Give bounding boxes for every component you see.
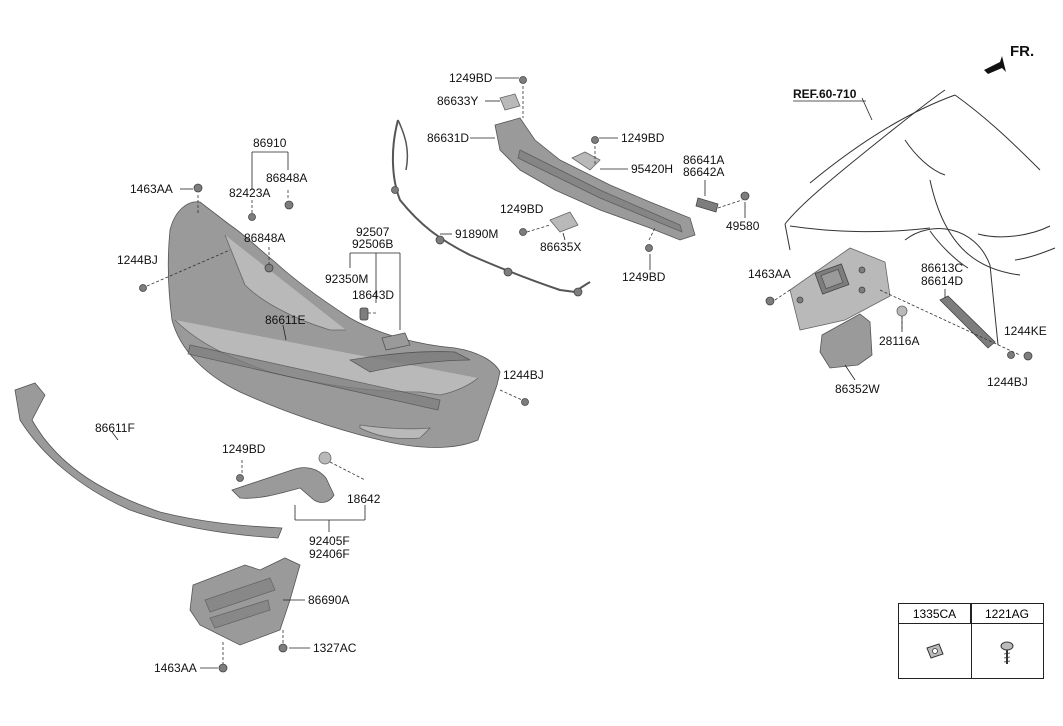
- callout-labels: 86910 82423A 86848A 86848A 1463AA 1244BJ…: [95, 71, 1047, 675]
- bolt-1244BJ-right: [1007, 351, 1015, 359]
- bracket-86635X: [549, 211, 579, 233]
- label-1249BD-lower: 1249BD: [222, 442, 266, 456]
- label-95420H: 95420H: [631, 162, 673, 176]
- label-92507: 92507: [356, 225, 390, 239]
- wiring-harness-91890M: [391, 119, 591, 294]
- side-shield-86352W: [819, 313, 873, 369]
- label-86613C: 86613C: [921, 261, 963, 275]
- label-86690A: 86690A: [308, 593, 349, 607]
- bracket-86633Y: [499, 93, 521, 111]
- label-92406F: 92406F: [309, 547, 350, 561]
- label-86848A-upper: 86848A: [266, 171, 307, 185]
- leader-lines: [111, 77, 946, 669]
- legend-header-1335CA: 1335CA: [899, 604, 971, 624]
- clip-nut-icon: [926, 643, 944, 659]
- legend-header-1221AG: 1221AG: [971, 604, 1043, 624]
- label-86910: 86910: [253, 136, 287, 150]
- label-91890M: 91890M: [455, 227, 498, 241]
- rear-panel-bracket: [789, 247, 891, 331]
- label-86611E: 86611E: [265, 313, 305, 327]
- bumper-beam-86631D: [494, 117, 696, 241]
- label-1463AA-right: 1463AA: [748, 267, 791, 281]
- label-1249BD-top: 1249BD: [449, 71, 493, 85]
- bolt-1244KE: [1023, 351, 1033, 361]
- lower-lip-86611F: [14, 382, 283, 539]
- label-1249BD-beam-bottom: 1249BD: [622, 270, 666, 284]
- label-86641A: 86641A: [683, 153, 724, 167]
- bumper-cover-86611E: [167, 201, 501, 448]
- socket-18642: [318, 451, 332, 465]
- bracket-95420H: [571, 151, 601, 171]
- legend-cell-1221AG: [973, 626, 1043, 676]
- label-49580: 49580: [726, 219, 760, 233]
- label-1244BJ-right: 1244BJ: [987, 375, 1028, 389]
- label-92405F: 92405F: [309, 534, 350, 548]
- label-86642A: 86642A: [683, 165, 724, 179]
- reference-label: REF.60-710: [793, 87, 857, 101]
- label-1244BJ-left: 1244BJ: [117, 253, 158, 267]
- vehicle-body-outline: REF.60-710: [784, 87, 1056, 346]
- label-1463AA-bottom: 1463AA: [154, 661, 197, 675]
- label-1249BD-middle: 1249BD: [500, 202, 544, 216]
- label-86848A-lower: 86848A: [244, 231, 285, 245]
- label-1463AA-left: 1463AA: [130, 182, 173, 196]
- lamp-assembly-92350M: [359, 307, 369, 321]
- bolt-1463AA-right: [765, 296, 775, 306]
- label-1244KE: 1244KE: [1004, 324, 1047, 338]
- label-92506B: 92506B: [352, 237, 393, 251]
- label-86352W: 86352W: [835, 382, 880, 396]
- label-86635X: 86635X: [540, 240, 581, 254]
- label-1244BJ-center: 1244BJ: [503, 368, 544, 382]
- label-18642: 18642: [347, 492, 381, 506]
- label-82423A: 82423A: [229, 186, 270, 200]
- screw-icon: [1000, 641, 1014, 664]
- label-92350M: 92350M: [325, 272, 368, 286]
- label-86611F: 86611F: [95, 421, 135, 435]
- license-lamp-92506B: [381, 332, 411, 351]
- label-1249BD-upper-right: 1249BD: [621, 131, 665, 145]
- legend-cell-1335CA: [899, 626, 969, 676]
- label-1327AC: 1327AC: [313, 641, 357, 655]
- label-28116A: 28116A: [879, 334, 919, 348]
- reflector-92405F: [231, 467, 335, 503]
- front-direction-arrow: FR.: [984, 43, 1034, 74]
- bracket-86641A: [695, 197, 719, 213]
- label-86631D: 86631D: [427, 131, 469, 145]
- fastener-legend: 1335CA 1221AG: [898, 603, 1044, 679]
- label-18643D: 18643D: [352, 288, 394, 302]
- label-86614D: 86614D: [921, 274, 963, 288]
- legend-divider: [971, 604, 972, 678]
- label-86633Y: 86633Y: [437, 94, 478, 108]
- front-label: FR.: [1010, 43, 1034, 60]
- nut-28116A: [896, 305, 908, 317]
